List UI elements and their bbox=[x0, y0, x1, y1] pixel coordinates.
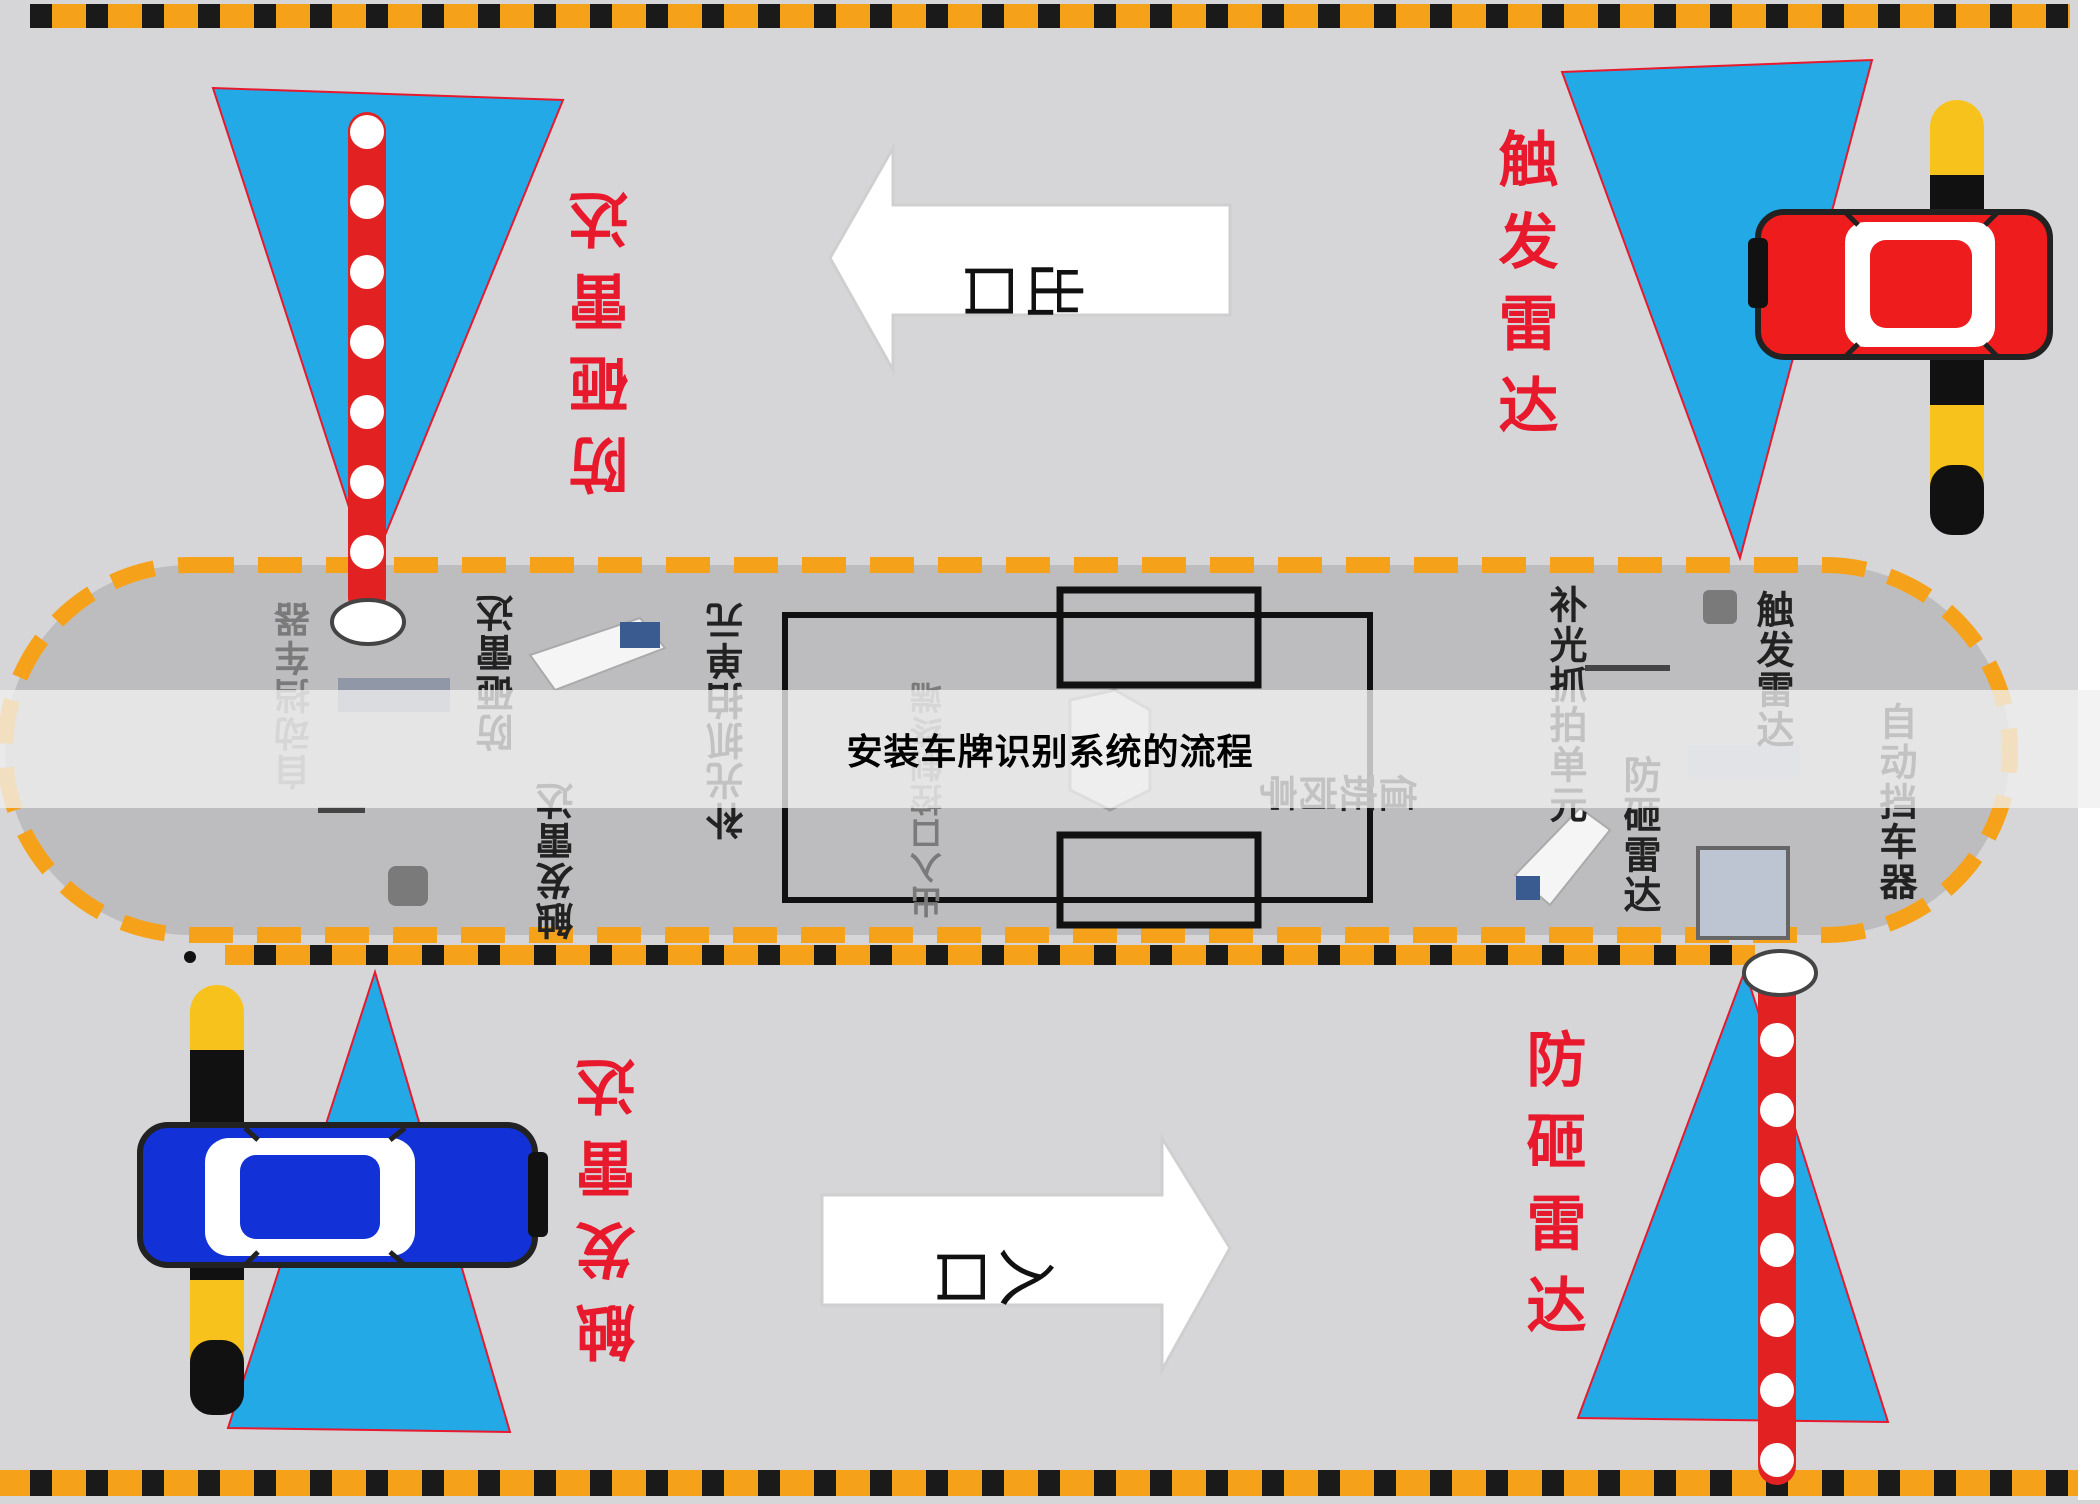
island-bottom-curb bbox=[225, 945, 1755, 965]
anti-smash-radar-fan-bottom-right bbox=[1576, 966, 1890, 1424]
blue-car bbox=[137, 1122, 548, 1268]
entrance-label: 入口 bbox=[929, 1236, 1058, 1307]
terminal-right bbox=[1696, 846, 1790, 940]
bottom-curb bbox=[0, 1470, 2100, 1496]
sensor-left bbox=[388, 866, 428, 906]
entrance-arrow bbox=[820, 1132, 1232, 1376]
camera-right bbox=[1513, 806, 1612, 907]
trigger-radar-label-bottom-left: 触发雷达 bbox=[576, 1035, 646, 1363]
dot-marker bbox=[184, 951, 196, 963]
anti-smash-radar-label-bottom-right: 防砸雷达 bbox=[1516, 1028, 1586, 1356]
title-banner: 安装车牌识别系统的流程 bbox=[0, 690, 2100, 808]
barrier-arm-top-left bbox=[330, 112, 406, 646]
trigger-radar-label-top-right: 触发雷达 bbox=[1488, 128, 1558, 456]
top-curb bbox=[30, 4, 2070, 28]
barrier-arm-bottom-right bbox=[1742, 949, 1818, 1485]
anti-smash-radar-label-top-left: 防砸雷达 bbox=[569, 168, 639, 496]
page-title: 安装车牌识别系统的流程 bbox=[846, 732, 1254, 773]
exit-label: 出口 bbox=[957, 250, 1086, 321]
camera-left bbox=[528, 616, 667, 692]
red-car bbox=[1748, 209, 2053, 360]
anti-smash-radar-fan-top-left bbox=[211, 86, 565, 575]
exit-arrow bbox=[828, 142, 1232, 376]
sensor-right bbox=[1703, 590, 1737, 624]
